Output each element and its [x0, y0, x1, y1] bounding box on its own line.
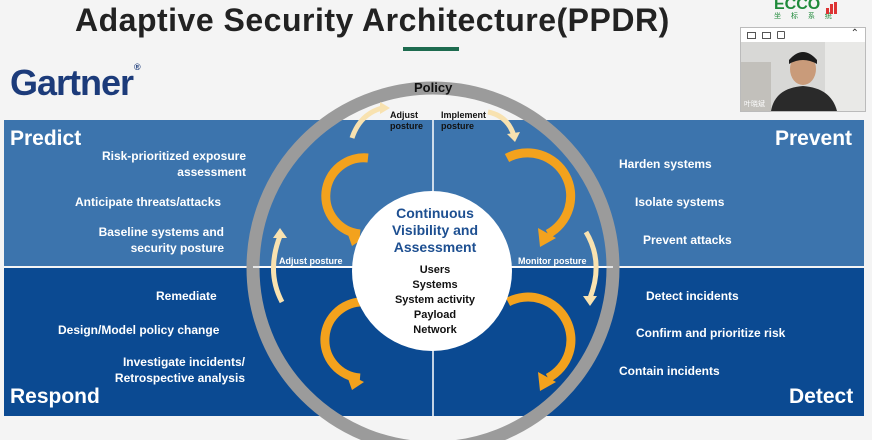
center-item-system-activity: System activity — [394, 294, 476, 306]
implement-posture-arrowhead — [507, 132, 520, 142]
predict-item: Risk-prioritized exposure assessment — [101, 149, 246, 179]
policy-label: Policy — [414, 80, 453, 95]
participant-video-icon — [741, 42, 865, 111]
detect-item: Contain incidents — [619, 364, 720, 378]
predict-cycle-arrow — [321, 153, 369, 239]
respond-item: Design/Model policy change — [58, 323, 220, 337]
monitor-posture-arrowhead — [583, 296, 597, 306]
gartner-wordmark: Gartner — [10, 62, 134, 103]
title-underline — [403, 47, 459, 51]
prevent-cycle-arrowhead — [538, 228, 556, 247]
monitor-posture-arrow — [583, 230, 599, 299]
predict-item: Baseline systems and security posture — [98, 225, 224, 255]
prevent-label: Prevent — [775, 127, 853, 150]
maximize-icon[interactable] — [762, 31, 771, 39]
webcam-video: 叶晓斌 — [741, 42, 865, 111]
adjust-posture-top-label: Adjust posture — [390, 110, 424, 131]
prevent-cycle-arrow — [504, 148, 576, 238]
respond-item: Investigate incidents/ Retrospective ana… — [114, 355, 245, 385]
outer-ring — [246, 81, 620, 440]
detect-label: Detect — [789, 385, 854, 408]
respond-item: Remediate — [156, 289, 217, 303]
webcam-toolbar: ⌃ — [741, 28, 865, 42]
center-item-systems: Systems — [412, 279, 458, 291]
respond-cycle-arrow — [320, 297, 367, 383]
implement-posture-label: Implement posture — [441, 110, 487, 131]
center-circle — [352, 191, 512, 351]
center-list: Users Systems System activity Payload Ne… — [385, 263, 485, 338]
detect-item: Confirm and prioritize risk — [636, 326, 786, 340]
adjust-posture-top-arrowhead — [380, 102, 390, 114]
gartner-logo: Gartner® — [10, 62, 141, 104]
center-item-users: Users — [419, 264, 451, 276]
webcam-window[interactable]: ⌃ 叶晓斌 — [740, 27, 866, 112]
adjust-posture-left-label: Adjust posture — [279, 256, 343, 266]
predict-item: Anticipate threats/attacks — [75, 195, 222, 209]
registered-mark: ® — [134, 62, 141, 72]
respond-label: Respond — [10, 385, 100, 408]
close-icon[interactable]: ⌃ — [850, 28, 859, 39]
implement-posture-arrow — [487, 109, 517, 137]
participant-name: 叶晓斌 — [744, 101, 765, 108]
prevent-item: Prevent attacks — [643, 233, 732, 247]
slide-title: Adaptive Security Architecture(PPDR) — [75, 2, 670, 38]
predict-label: Predict — [10, 127, 82, 150]
prevent-item: Harden systems — [619, 157, 712, 171]
center-item-network: Network — [413, 324, 457, 336]
grid-view-icon[interactable] — [777, 31, 785, 39]
adjust-posture-left-arrowhead — [273, 228, 287, 238]
prevent-item: Isolate systems — [635, 195, 725, 209]
ecco-logo-text: ECCO — [774, 0, 821, 13]
detect-cycle-arrow — [505, 292, 576, 382]
ecco-bars-icon — [826, 2, 840, 14]
adjust-posture-top-arrow — [349, 105, 383, 139]
detect-item: Detect incidents — [646, 289, 739, 303]
respond-cycle-arrowhead — [346, 373, 364, 390]
adjust-posture-left-arrow — [270, 235, 285, 304]
ecco-logo: ECCO 坐 标 系 统 — [768, 0, 872, 24]
detect-cycle-arrowhead — [538, 372, 556, 391]
center-item-payload: Payload — [413, 309, 457, 321]
predict-cycle-arrowhead — [346, 229, 364, 246]
minimize-icon[interactable] — [747, 31, 756, 39]
ecco-logo-subtext: 坐 标 系 统 — [774, 13, 836, 20]
monitor-posture-label: Monitor posture — [518, 256, 587, 266]
center-title: Continuous Visibility and Assessment — [391, 205, 479, 255]
